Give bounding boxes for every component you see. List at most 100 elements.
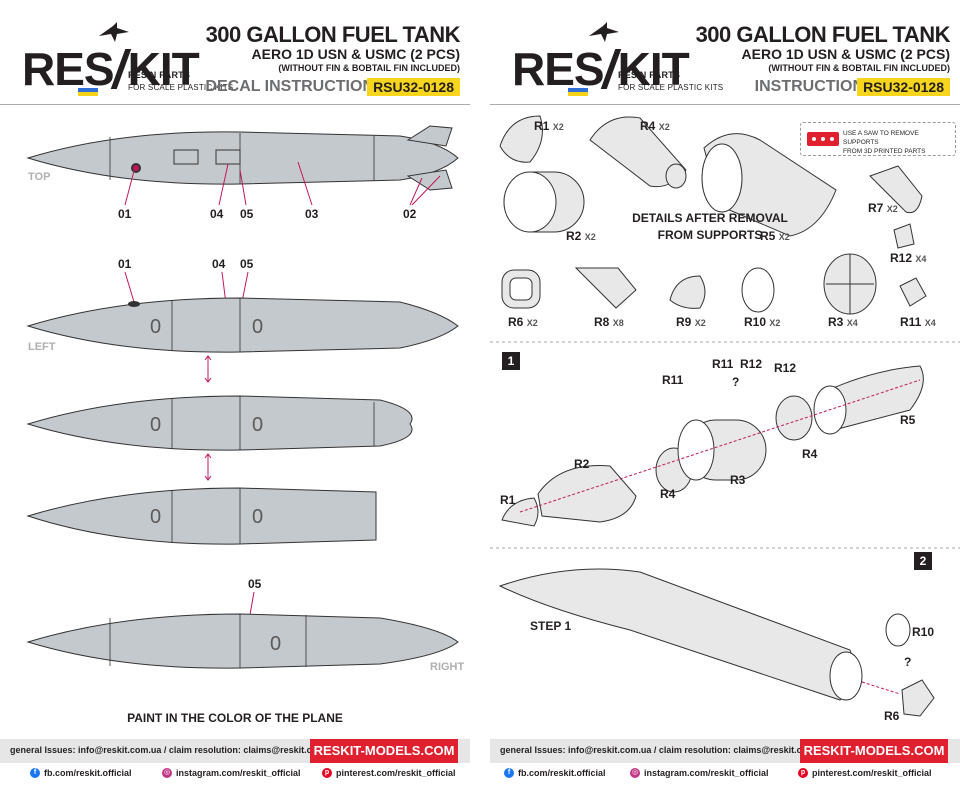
contact-emails[interactable]: general Issues: info@reskit.com.ua / cla… <box>500 745 829 755</box>
website-link[interactable]: RESKIT-MODELS.COM <box>800 739 948 763</box>
callout-05: 05 <box>240 207 254 221</box>
part-r10 <box>741 267 775 313</box>
part-label-r7: R7 X2 <box>868 201 898 215</box>
facebook-icon: f <box>504 768 514 778</box>
part-r8 <box>574 267 637 309</box>
tank-left-view <box>26 297 459 353</box>
paint-note: PAINT IN THE COLOR OF THE PLANE <box>127 711 343 725</box>
page-title: 300 GALLON FUEL TANK <box>695 22 951 47</box>
instagram-link[interactable]: ◎instagram.com/reskit_official <box>630 768 769 778</box>
part-r7 <box>869 165 923 214</box>
divider <box>0 104 470 105</box>
pinterest-icon: p <box>798 768 808 778</box>
saw-note: USE A SAW TO REMOVE SUPPORTS FROM 3D PRI… <box>800 122 956 156</box>
marking-0: 0 <box>252 316 263 338</box>
instruction-type: DECAL INSTRUCTION <box>205 78 374 95</box>
footer-contacts: general Issues: info@reskit.com.ua / cla… <box>0 739 470 763</box>
marking-0: 0 <box>270 633 281 655</box>
marking-0: 0 <box>150 316 161 338</box>
part-label-r4: R4 X2 <box>640 119 670 133</box>
instagram-link[interactable]: ◎instagram.com/reskit_official <box>162 768 301 778</box>
part-r12 <box>893 223 915 249</box>
callout-05-left: 05 <box>240 257 254 271</box>
part-label-r3: R3 X4 <box>828 315 858 329</box>
view-label-right: RIGHT <box>430 661 465 673</box>
arrow-icon <box>204 355 212 383</box>
product-code: RSU32-0128 <box>857 78 950 96</box>
step1-r11b: R11 <box>712 357 734 371</box>
footer-contacts: general Issues: info@reskit.com.ua / cla… <box>490 739 960 763</box>
marking-0: 0 <box>150 414 161 436</box>
step1-r5: R5 <box>900 413 916 427</box>
part-label-r10: R10 X2 <box>744 315 780 329</box>
tank-right-view <box>26 613 459 669</box>
part-label-r8: R8 X8 <box>594 315 624 329</box>
page-note: (WITHOUT FIN & BOBTAIL FIN INCLUDED) <box>768 63 950 73</box>
divider <box>490 104 960 105</box>
ukraine-flag-icon <box>568 88 588 96</box>
product-code: RSU32-0128 <box>367 78 460 96</box>
marking-0: 0 <box>252 414 263 436</box>
scale-kits-label: FOR SCALE PLASTIC KITS <box>618 83 724 92</box>
part-r11 <box>899 277 927 307</box>
facebook-icon: f <box>30 768 40 778</box>
page-title: 300 GALLON FUEL TANK <box>205 22 461 47</box>
step1-question: ? <box>732 375 739 389</box>
page-subtitle: AERO 1D USN & USMC (2 PCS) <box>251 46 460 62</box>
part-label-r9: R9 X2 <box>676 315 706 329</box>
step2-r10: R10 <box>912 625 934 639</box>
step1-r3: R3 <box>730 473 746 487</box>
marking-0: 0 <box>150 506 161 528</box>
part-label-r12: R12 X4 <box>890 251 926 265</box>
callout-lines-top <box>124 161 441 206</box>
contact-emails[interactable]: general Issues: info@reskit.com.ua / cla… <box>10 745 339 755</box>
callout-04-left: 04 <box>212 257 226 271</box>
part-label-r1: R1 X2 <box>534 119 564 133</box>
part-r4 <box>589 116 687 188</box>
part-label-r2: R2 X2 <box>566 229 596 243</box>
tank-top-view <box>26 125 459 191</box>
parts-and-steps-drawings: R1 X2 R4 X2 R2 X2 R5 X2 R7 X2 R12 X4 R6 … <box>490 115 960 723</box>
website-link[interactable]: RESKIT-MODELS.COM <box>310 739 458 763</box>
callout-01: 01 <box>118 207 132 221</box>
step-1-badge: 1 <box>502 352 520 370</box>
callout-02: 02 <box>403 207 417 221</box>
step-2-badge: 2 <box>914 552 932 570</box>
resin-parts-label: RESIN PARTS <box>618 70 681 80</box>
callout-05-right: 05 <box>248 577 262 591</box>
callout-04: 04 <box>210 207 224 221</box>
part-r9 <box>669 275 706 309</box>
page-subtitle: AERO 1D USN & USMC (2 PCS) <box>741 46 950 62</box>
step2-question: ? <box>904 655 911 669</box>
marking-0: 0 <box>252 506 263 528</box>
tank-view-3 <box>26 487 377 545</box>
step2-step1-label: STEP 1 <box>530 619 571 633</box>
step1-r1: R1 <box>500 493 516 507</box>
step1-r4b: R4 <box>802 447 818 461</box>
scale-kits-label: FOR SCALE PLASTIC KITS <box>128 83 234 92</box>
tank-view-2 <box>26 395 413 451</box>
part-label-r5: R5 X2 <box>760 229 790 243</box>
jet-logo-icon <box>99 22 129 42</box>
instruction-type: INSTRUCTION <box>754 78 864 95</box>
resin-parts-label: RESIN PARTS <box>128 70 191 80</box>
part-label-r6: R6 X2 <box>508 315 538 329</box>
view-label-left: LEFT <box>28 341 56 353</box>
step1-r11a: R11 <box>662 373 684 387</box>
step2-r6-adapter <box>901 679 935 717</box>
step2-assembled-tank <box>498 568 855 701</box>
part-r1 <box>499 115 543 163</box>
callout-03: 03 <box>305 207 319 221</box>
step1-r4a: R4 <box>660 487 676 501</box>
step2-r6: R6 <box>884 709 900 723</box>
step2-r10-ring <box>885 613 911 647</box>
